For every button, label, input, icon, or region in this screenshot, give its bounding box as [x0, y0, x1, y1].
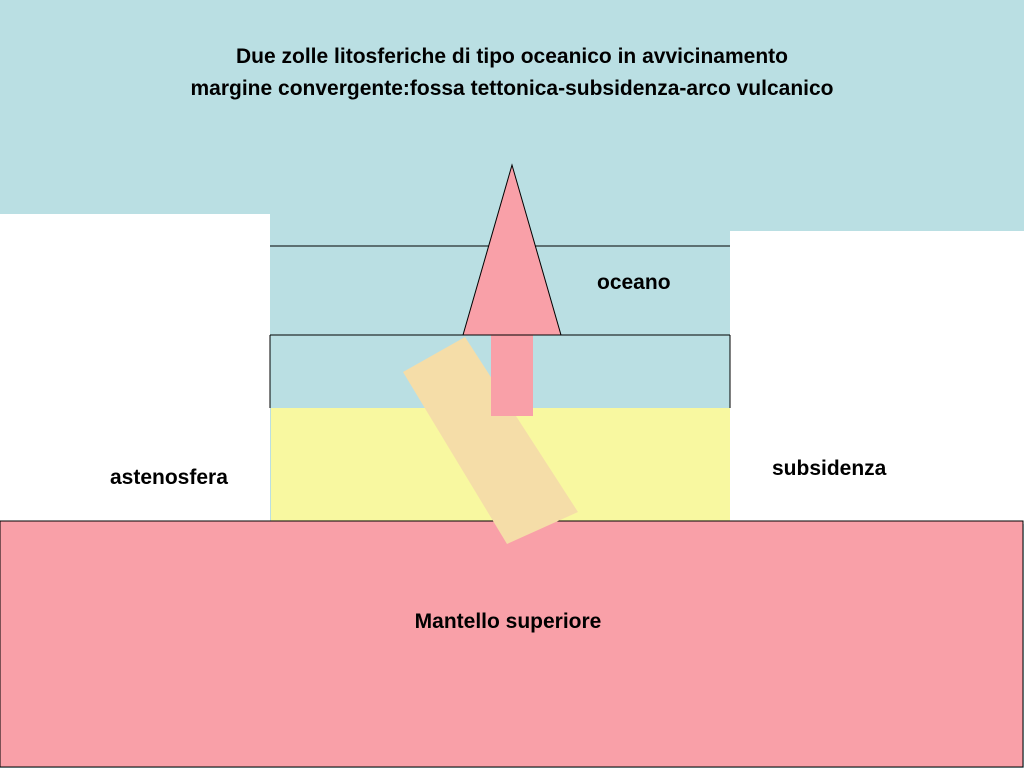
label-oceano: oceano [597, 271, 671, 294]
upper-mantle [0, 520, 1024, 768]
title-line-2: margine convergente:fossa tettonica-subs… [190, 77, 834, 100]
right-white-block [730, 231, 1024, 524]
subducting-plate [403, 337, 578, 544]
label-astenosfera: astenosfera [110, 466, 228, 489]
title-line-1: Due zolle litosferiche di tipo oceanico … [236, 45, 788, 68]
label-subsidenza: subsidenza [772, 457, 887, 480]
label-mantello-superiore: Mantello superiore [414, 610, 602, 633]
left-white-block [0, 214, 270, 524]
arrow-up-icon [462, 163, 562, 336]
arrow-shaft [491, 335, 533, 416]
